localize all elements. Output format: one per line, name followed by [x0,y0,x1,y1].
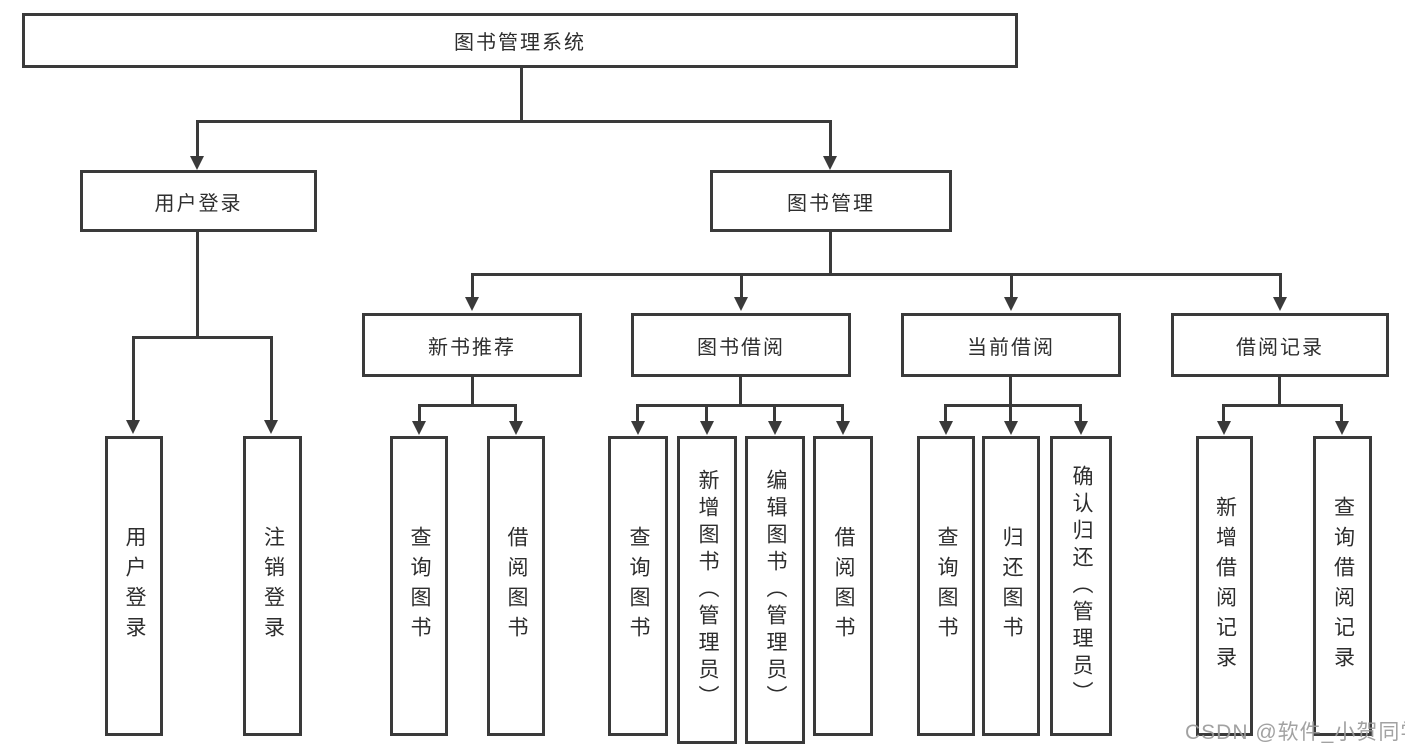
node-cb-confirm-return-admin-label: 确认归还（管理员） [1070,464,1093,708]
arrow-to-cb-confirm-return [1074,421,1088,435]
arrow-to-book-borrowing [734,297,748,311]
node-borrowing-records-label: 借阅记录 [1236,336,1324,359]
node-bb-borrow-books: 借阅图书 [813,436,873,736]
connector-ul-hbar [132,336,273,339]
node-bb-add-books-admin-label: 新增图书（管理员） [696,468,719,712]
connector-br-hbar [1222,404,1343,407]
node-root: 图书管理系统 [22,13,1018,68]
node-ul-logout-label: 注销登录 [261,526,285,646]
node-ul-user-login-label: 用户登录 [123,526,146,646]
arrow-to-user-login [190,156,204,170]
node-user-login-label: 用户登录 [154,192,243,215]
arrow-to-login [126,420,140,434]
node-bb-add-books-admin: 新增图书（管理员） [677,436,737,744]
connector-cb-c2 [1009,404,1012,422]
arrow-to-bb-query-books [631,421,645,435]
connector-bb-hbar [636,404,844,407]
node-current-borrowing: 当前借阅 [901,313,1121,377]
connector-nb-c2 [514,404,517,422]
csdn-watermark: CSDN @软件_小贺同学 [1185,721,1405,744]
node-nb-borrow-books: 借阅图书 [487,436,545,736]
connector-user-login-stem [196,120,199,158]
connector-bb-stem [739,377,742,407]
connector-book-mgmt-stem [829,120,832,158]
connector-nb-stem [471,377,474,407]
arrow-to-cb-return-books [1004,421,1018,435]
node-cb-query-books: 查询图书 [917,436,975,736]
arrow-to-br-add-record [1217,421,1231,435]
arrow-to-cb-query-books [939,421,953,435]
arrow-to-bb-add-books [700,421,714,435]
node-nb-query-books-label: 查询图书 [408,526,431,646]
connector-bb-c1 [636,404,639,422]
connector-cb-c1 [944,404,947,422]
arrow-to-nb-borrow-books [509,421,523,435]
node-root-label: 图书管理系统 [454,32,586,54]
node-current-borrowing-label: 当前借阅 [967,336,1055,359]
connector-br-stem [1278,377,1281,407]
connector-br-stem-top [1279,273,1282,299]
connector-bm-hbar [471,273,1282,276]
arrow-to-current-borrowing [1004,297,1018,311]
node-cb-query-books-label: 查询图书 [935,526,958,646]
arrow-to-bb-borrow-books [836,421,850,435]
node-new-book-recommend-label: 新书推荐 [428,336,516,359]
connector-cb-stem-top [1010,273,1013,299]
connector-cb-hbar [944,404,1082,407]
connector-bb-c3 [773,404,776,422]
node-br-query-record-label: 查询借阅记录 [1331,496,1355,676]
node-br-add-record-label: 新增借阅记录 [1213,496,1237,676]
node-user-login: 用户登录 [80,170,317,232]
node-bb-query-books-label: 查询图书 [627,526,650,646]
node-book-management-label: 图书管理 [787,192,875,215]
node-nb-borrow-books-label: 借阅图书 [505,526,528,646]
arrow-to-new-book-recommend [465,297,479,311]
connector-ul-child2-stem [270,336,273,421]
node-br-add-record: 新增借阅记录 [1196,436,1253,736]
node-bb-borrow-books-label: 借阅图书 [832,526,855,646]
arrow-to-book-management [823,156,837,170]
node-bb-edit-books-admin-label: 编辑图书（管理员） [764,468,787,712]
node-cb-return-books-label: 归还图书 [1000,526,1023,646]
connector-ul-stem [196,232,199,339]
node-ul-user-login: 用户登录 [105,436,163,736]
node-new-book-recommend: 新书推荐 [362,313,582,377]
node-nb-query-books: 查询图书 [390,436,448,736]
connector-root-stem [520,68,523,123]
node-book-borrowing: 图书借阅 [631,313,851,377]
connector-nb-hbar [418,404,517,407]
node-cb-confirm-return-admin: 确认归还（管理员） [1050,436,1112,736]
connector-root-hbar [196,120,832,123]
connector-bb-stem-top [740,273,743,299]
connector-nb-stem-top [471,273,474,299]
connector-bb-c4 [841,404,844,422]
connector-nb-c1 [418,404,421,422]
arrow-to-nb-query-books [412,421,426,435]
connector-bm-stem [829,232,832,276]
node-ul-logout: 注销登录 [243,436,302,736]
arrow-to-borrowing-records [1273,297,1287,311]
node-bb-edit-books-admin: 编辑图书（管理员） [745,436,805,744]
connector-br-c1 [1222,404,1225,422]
connector-cb-c3 [1079,404,1082,422]
node-book-management: 图书管理 [710,170,952,232]
arrow-to-logout [264,420,278,434]
arrow-to-br-query-record [1335,421,1349,435]
node-cb-return-books: 归还图书 [982,436,1040,736]
connector-br-c2 [1340,404,1343,422]
node-br-query-record: 查询借阅记录 [1313,436,1372,736]
connector-bb-c2 [705,404,708,422]
connector-ul-child1-stem [132,336,135,421]
node-bb-query-books: 查询图书 [608,436,668,736]
arrow-to-bb-edit-books [768,421,782,435]
node-borrowing-records: 借阅记录 [1171,313,1389,377]
node-book-borrowing-label: 图书借阅 [697,336,785,359]
connector-cb-stem [1009,377,1012,407]
